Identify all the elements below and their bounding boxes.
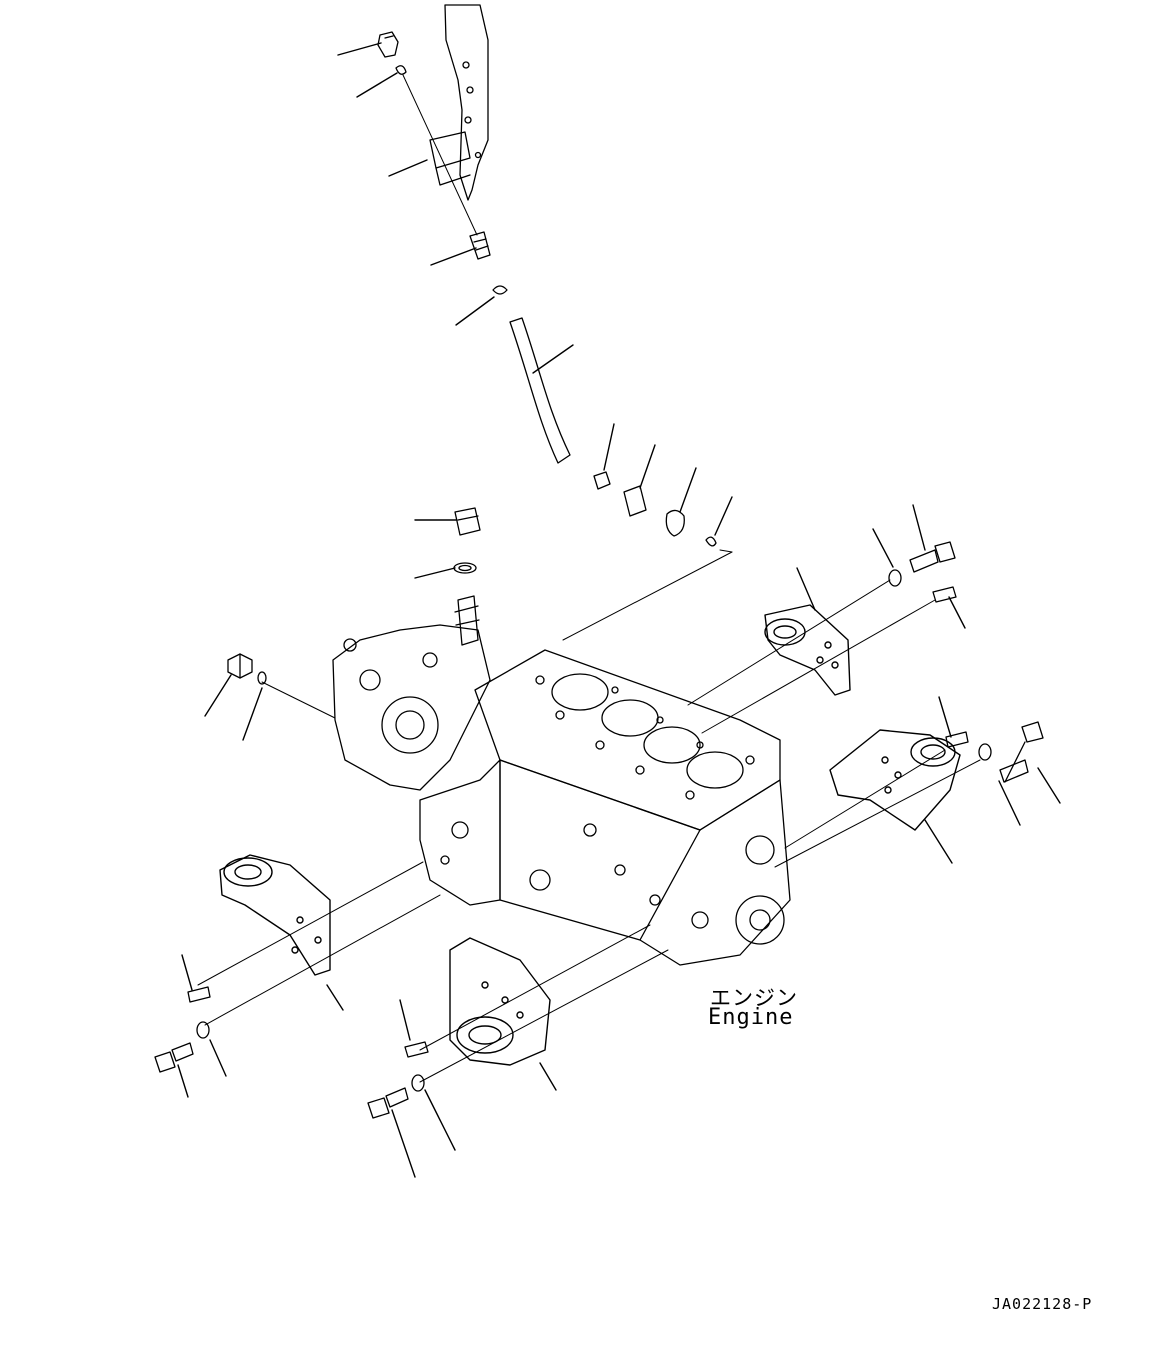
engine-label-jp: エンジン [710,986,798,1010]
small-o-ring [492,285,508,295]
mount-bracket-front-right [764,604,851,696]
hose [509,317,571,464]
pipe-bracket [429,4,489,201]
engine-label-en: Engine [708,1005,794,1030]
left-plug [227,653,267,685]
leader-lines [177,42,1061,1178]
elbow-fitting [377,31,399,58]
connector-fitting [469,231,491,260]
mount-bracket-bottom [449,937,551,1066]
top-o-ring [395,65,407,75]
assembly-lines [197,74,981,1083]
mount-bracket-rear-right [829,729,961,831]
small-parts [453,471,717,574]
engine-block [332,595,791,966]
fasteners [154,541,1044,1119]
figure-code: JA022128-P [992,1295,1093,1313]
mount-bracket-left [219,854,331,976]
